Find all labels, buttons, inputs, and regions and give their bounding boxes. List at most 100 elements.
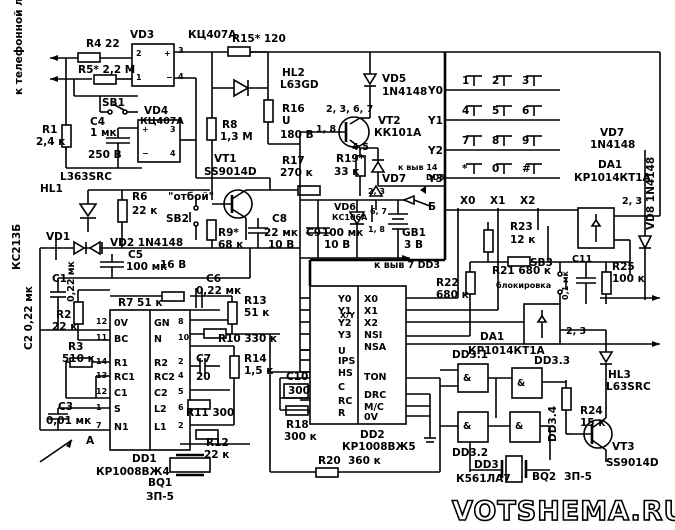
c6-label: C6 xyxy=(206,273,221,285)
r14-resistor xyxy=(229,355,240,379)
keypad-key-label: 6 xyxy=(522,105,529,117)
r23-label: R23 xyxy=(510,221,533,233)
keypad-col-label: X0 xyxy=(460,195,475,207)
sb3-label: SB3 xyxy=(530,257,553,269)
c8-value: 22 мк xyxy=(264,227,298,239)
keypad-key xyxy=(526,105,542,116)
dd3-ref: DD3 xyxy=(426,173,445,182)
c4-volt: 250 В xyxy=(88,149,122,161)
bq2-label: BQ2 xyxy=(532,471,556,483)
r9-resistor xyxy=(206,219,217,241)
dd3-2-gate xyxy=(457,411,489,443)
vd2-diode xyxy=(88,240,101,256)
vd4-bridge: + 3 − 4 xyxy=(137,119,181,163)
dd1-name: DD1 xyxy=(132,453,157,465)
r2-label: R2 xyxy=(56,309,71,321)
dd1-pin-left: BC xyxy=(114,334,128,345)
vt3-label: VT3 xyxy=(612,441,635,453)
svg-text:−: − xyxy=(142,149,149,158)
vt2-type: КК101А xyxy=(374,127,422,139)
dd3-type: К561ЛА7 xyxy=(456,473,511,485)
dd2-pin-left: Y0 xyxy=(337,294,352,305)
r8-value: 1,3 М xyxy=(220,131,253,143)
r20-resistor xyxy=(315,467,339,478)
dd1-type: КР1008ВЖ4 xyxy=(96,466,170,478)
r19-label: R19* xyxy=(336,153,365,165)
dd2-pin-right: DRC xyxy=(364,390,386,401)
r11-label: R11 300 xyxy=(186,407,234,419)
vd7-keypad-type: 1N4148 xyxy=(590,139,635,151)
dd2-pin-left: IPS xyxy=(338,356,355,367)
c8-label: C8 xyxy=(272,213,287,225)
dd1-pin-number: 5 xyxy=(178,387,184,396)
r3-label: R3 xyxy=(68,341,83,353)
keypad-row-label: Y3 xyxy=(427,173,443,185)
keypad-row-label: Y2 xyxy=(427,145,443,157)
c7-label: C7 xyxy=(196,353,211,365)
c11-label: C11 xyxy=(572,254,592,265)
dd1-right-parts xyxy=(110,288,280,477)
keypad-matrix xyxy=(308,52,447,286)
dd2-xy: X/Y xyxy=(340,311,355,320)
bq2-piezo xyxy=(505,455,523,483)
r5-label: R5* 2,2 М xyxy=(78,64,135,76)
bq2-type: ЗП-5 xyxy=(564,471,592,483)
dd2-pin-right: X1 xyxy=(364,306,378,317)
keypad-key-label: 7 xyxy=(462,135,469,147)
r20-value: 360 к xyxy=(348,455,381,467)
hl2-led xyxy=(233,78,250,98)
keypad-key-label: # xyxy=(522,163,531,175)
r8-label: R8 xyxy=(222,119,237,131)
svg-text:1: 1 xyxy=(136,73,142,82)
vt2-label: VT2 xyxy=(378,115,401,127)
watermark: VOTSHEMA.RU xyxy=(452,496,675,527)
keypad-key-label: 9 xyxy=(522,135,529,147)
dd2-name: DD2 xyxy=(360,429,385,441)
r21-resistor xyxy=(507,256,531,267)
keypad-key xyxy=(496,163,512,174)
dd2-chip xyxy=(309,285,407,425)
da1a-type: КР1014КТ1А xyxy=(574,172,652,184)
c7-value: 20 xyxy=(196,371,211,383)
r24-value: 15 к xyxy=(580,417,605,429)
vt1-type: SS9014D xyxy=(204,166,257,178)
keypad-col-label: X1 xyxy=(490,195,505,207)
dd3-1-gate xyxy=(457,363,489,393)
sb3-text: блокировка xyxy=(496,280,551,290)
dd2-left-parts xyxy=(269,132,440,478)
r9-label: R9* xyxy=(218,227,239,239)
r6-value: 22 к xyxy=(132,205,157,217)
c9-label: C9 xyxy=(306,227,321,239)
to-pin14: к выв 14 xyxy=(398,163,438,172)
r16-label: R16 xyxy=(282,103,305,115)
v16-label: 16 В xyxy=(160,259,186,271)
dd2-pin-left: U xyxy=(338,346,346,357)
r18-label: R18 xyxy=(286,419,309,431)
kc-label: КС213Б xyxy=(11,224,23,270)
hl1-led xyxy=(78,203,98,218)
da1a-label: DA1 xyxy=(598,159,622,171)
svg-text:2: 2 xyxy=(136,49,142,58)
bq1-type: ЗП-5 xyxy=(146,491,174,503)
r2-value: 22 к xyxy=(52,321,77,333)
dd3-4-gate xyxy=(509,411,541,443)
r17-value: 270 к xyxy=(280,167,313,179)
vd6-p18: 1, 8 xyxy=(368,225,385,234)
vd6-pins: 2, 3 xyxy=(368,187,385,196)
dd2-pin-right: NSA xyxy=(364,342,387,353)
r15-label: R15* 120 xyxy=(232,33,286,45)
dd3-gates: & & & & xyxy=(440,363,566,483)
c3-label: C3 xyxy=(58,401,73,413)
dd34-label: DD3.4 xyxy=(547,406,559,442)
dd2-pin-right: TON xyxy=(364,372,387,383)
vt1-label: VT1 xyxy=(214,153,237,165)
keypad-key xyxy=(496,135,512,146)
c4-label: C4 xyxy=(90,116,105,128)
dd1-pin-number: 6 xyxy=(178,403,184,412)
dd1-pin-right: RC2 xyxy=(154,372,175,383)
keypad-key xyxy=(526,75,542,86)
vd6-pins2: 6, 7 xyxy=(370,207,387,216)
gb1-label: GB1 xyxy=(402,227,426,239)
dd1-chip xyxy=(109,309,191,451)
